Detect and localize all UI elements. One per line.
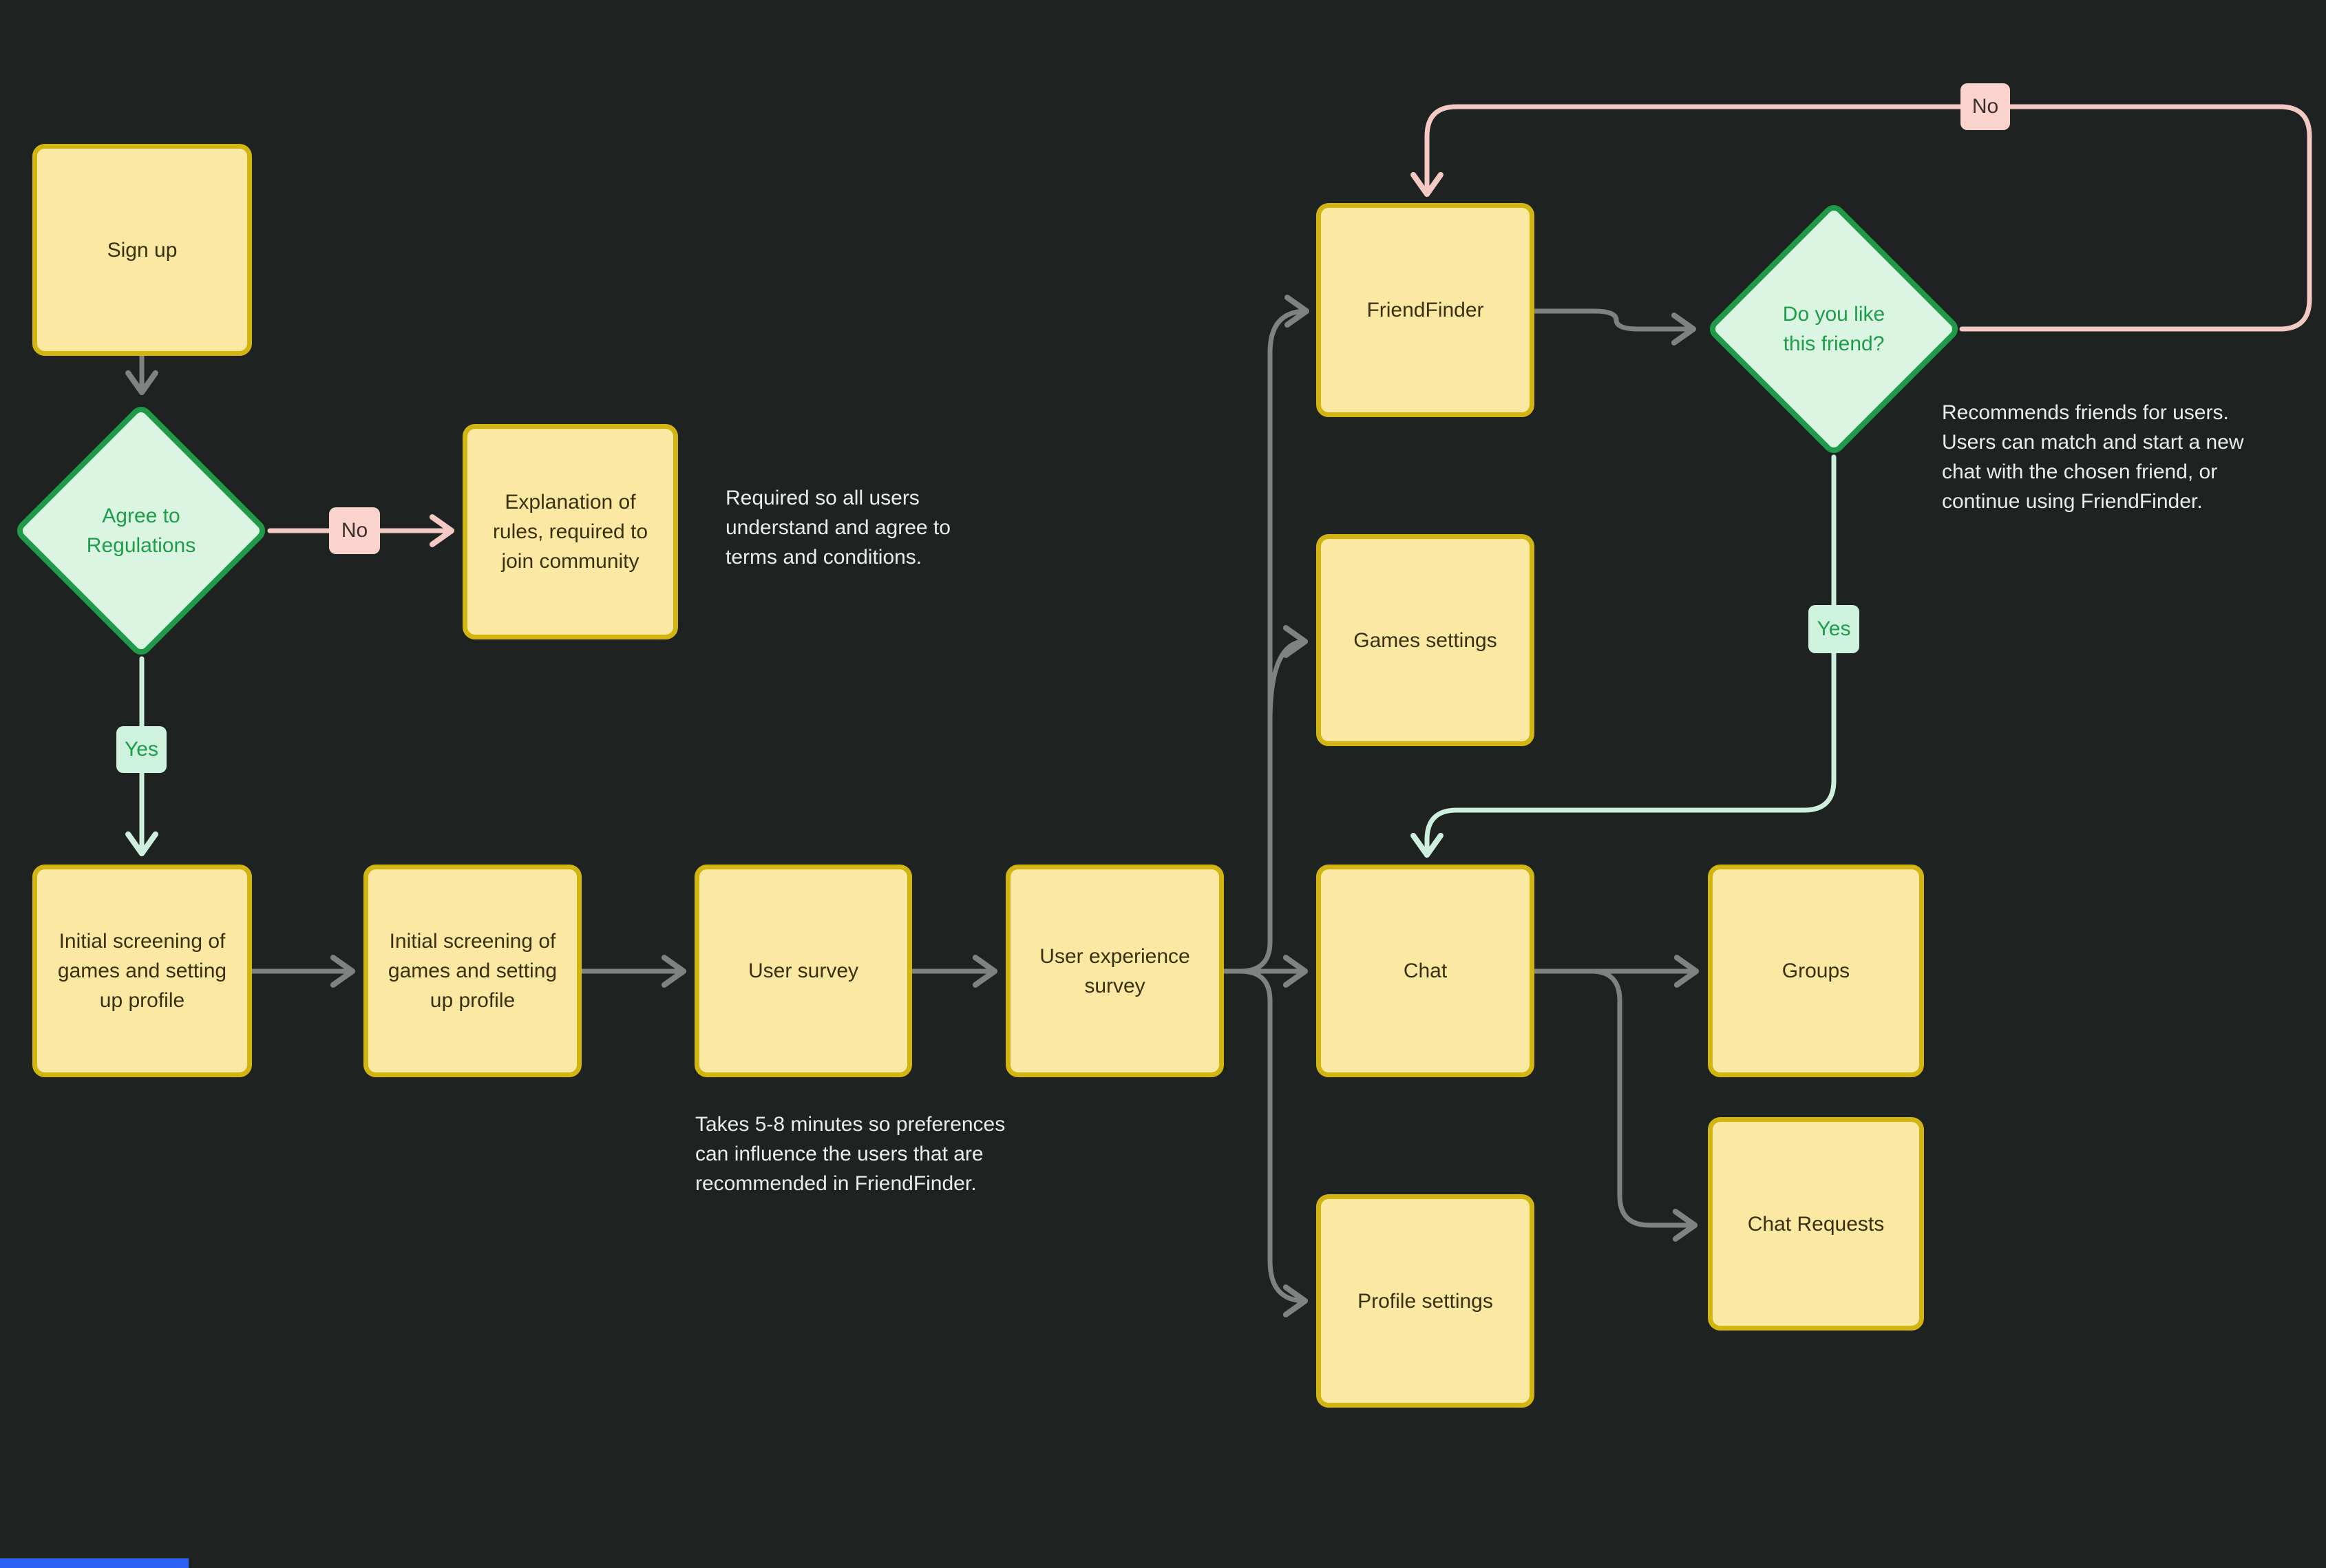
edge-label-yes-right[interactable]: Yes — [1808, 605, 1859, 653]
node-games-settings[interactable]: Games settings — [1316, 534, 1534, 746]
node-initial-screening-1[interactable]: Initial screening of games and setting u… — [32, 865, 252, 1077]
node-groups[interactable]: Groups — [1708, 865, 1924, 1077]
node-chat-label: Chat — [1403, 960, 1448, 982]
edge-label-no-top[interactable]: No — [1960, 83, 2010, 130]
bottom-blue-bar — [0, 1558, 189, 1568]
note-regulations: Required so all users understand and agr… — [726, 487, 951, 569]
node-sign-up-label: Sign up — [107, 238, 178, 262]
note-survey-duration: Takes 5-8 minutes so preferences can inf… — [695, 1113, 1006, 1195]
node-chat-requests[interactable]: Chat Requests — [1708, 1117, 1924, 1331]
edge-fork-profilesettings — [1238, 968, 1309, 1317]
node-sign-up[interactable]: Sign up — [32, 144, 252, 356]
decision-like-friend-label: Do you like — [1782, 303, 1885, 326]
edge-label-yes-left[interactable]: Yes — [116, 726, 167, 773]
node-friendfinder-label: FriendFinder — [1366, 299, 1484, 321]
decision-agree-label: Agree to — [102, 505, 180, 527]
node-ux-survey-label: User experience — [1039, 944, 1190, 968]
node-profile-settings-label: Profile settings — [1357, 1289, 1493, 1313]
node-chat-requests-label: Chat Requests — [1747, 1212, 1885, 1236]
node-friendfinder[interactable]: FriendFinder — [1316, 203, 1534, 417]
node-explanation-of-rules[interactable]: Explanation of rules, required to join c… — [463, 424, 678, 639]
node-user-experience-survey[interactable]: User experience survey — [1006, 865, 1224, 1077]
node-initial-screening-2-label: Initial screening of — [389, 930, 556, 953]
node-explanation-label: Explanation of — [505, 491, 636, 513]
edge-friendfinder-likefriend — [1532, 308, 1697, 346]
node-chat[interactable]: Chat — [1316, 865, 1534, 1077]
edge-fork-gamessettings — [1267, 625, 1309, 724]
note-friendfinder-description: Recommends friends for users. Users can … — [1942, 401, 2244, 513]
node-games-settings-label: Games settings — [1353, 628, 1497, 652]
node-profile-settings[interactable]: Profile settings — [1316, 1194, 1534, 1408]
node-initial-screening-1-label: Initial screening of — [59, 930, 226, 953]
node-initial-screening-2[interactable]: Initial screening of games and setting u… — [363, 865, 582, 1077]
edge-chat-chatrequests — [1589, 968, 1698, 1242]
node-user-survey[interactable]: User survey — [695, 865, 912, 1077]
edge-fork-friendfinder — [1238, 295, 1310, 974]
edge-label-no-left[interactable]: No — [329, 507, 380, 554]
edge-likefriend-no-loop — [1410, 104, 2312, 332]
node-groups-label: Groups — [1781, 960, 1850, 982]
node-user-survey-label: User survey — [748, 960, 859, 982]
edge-likefriend-chat-yes — [1410, 454, 1837, 858]
